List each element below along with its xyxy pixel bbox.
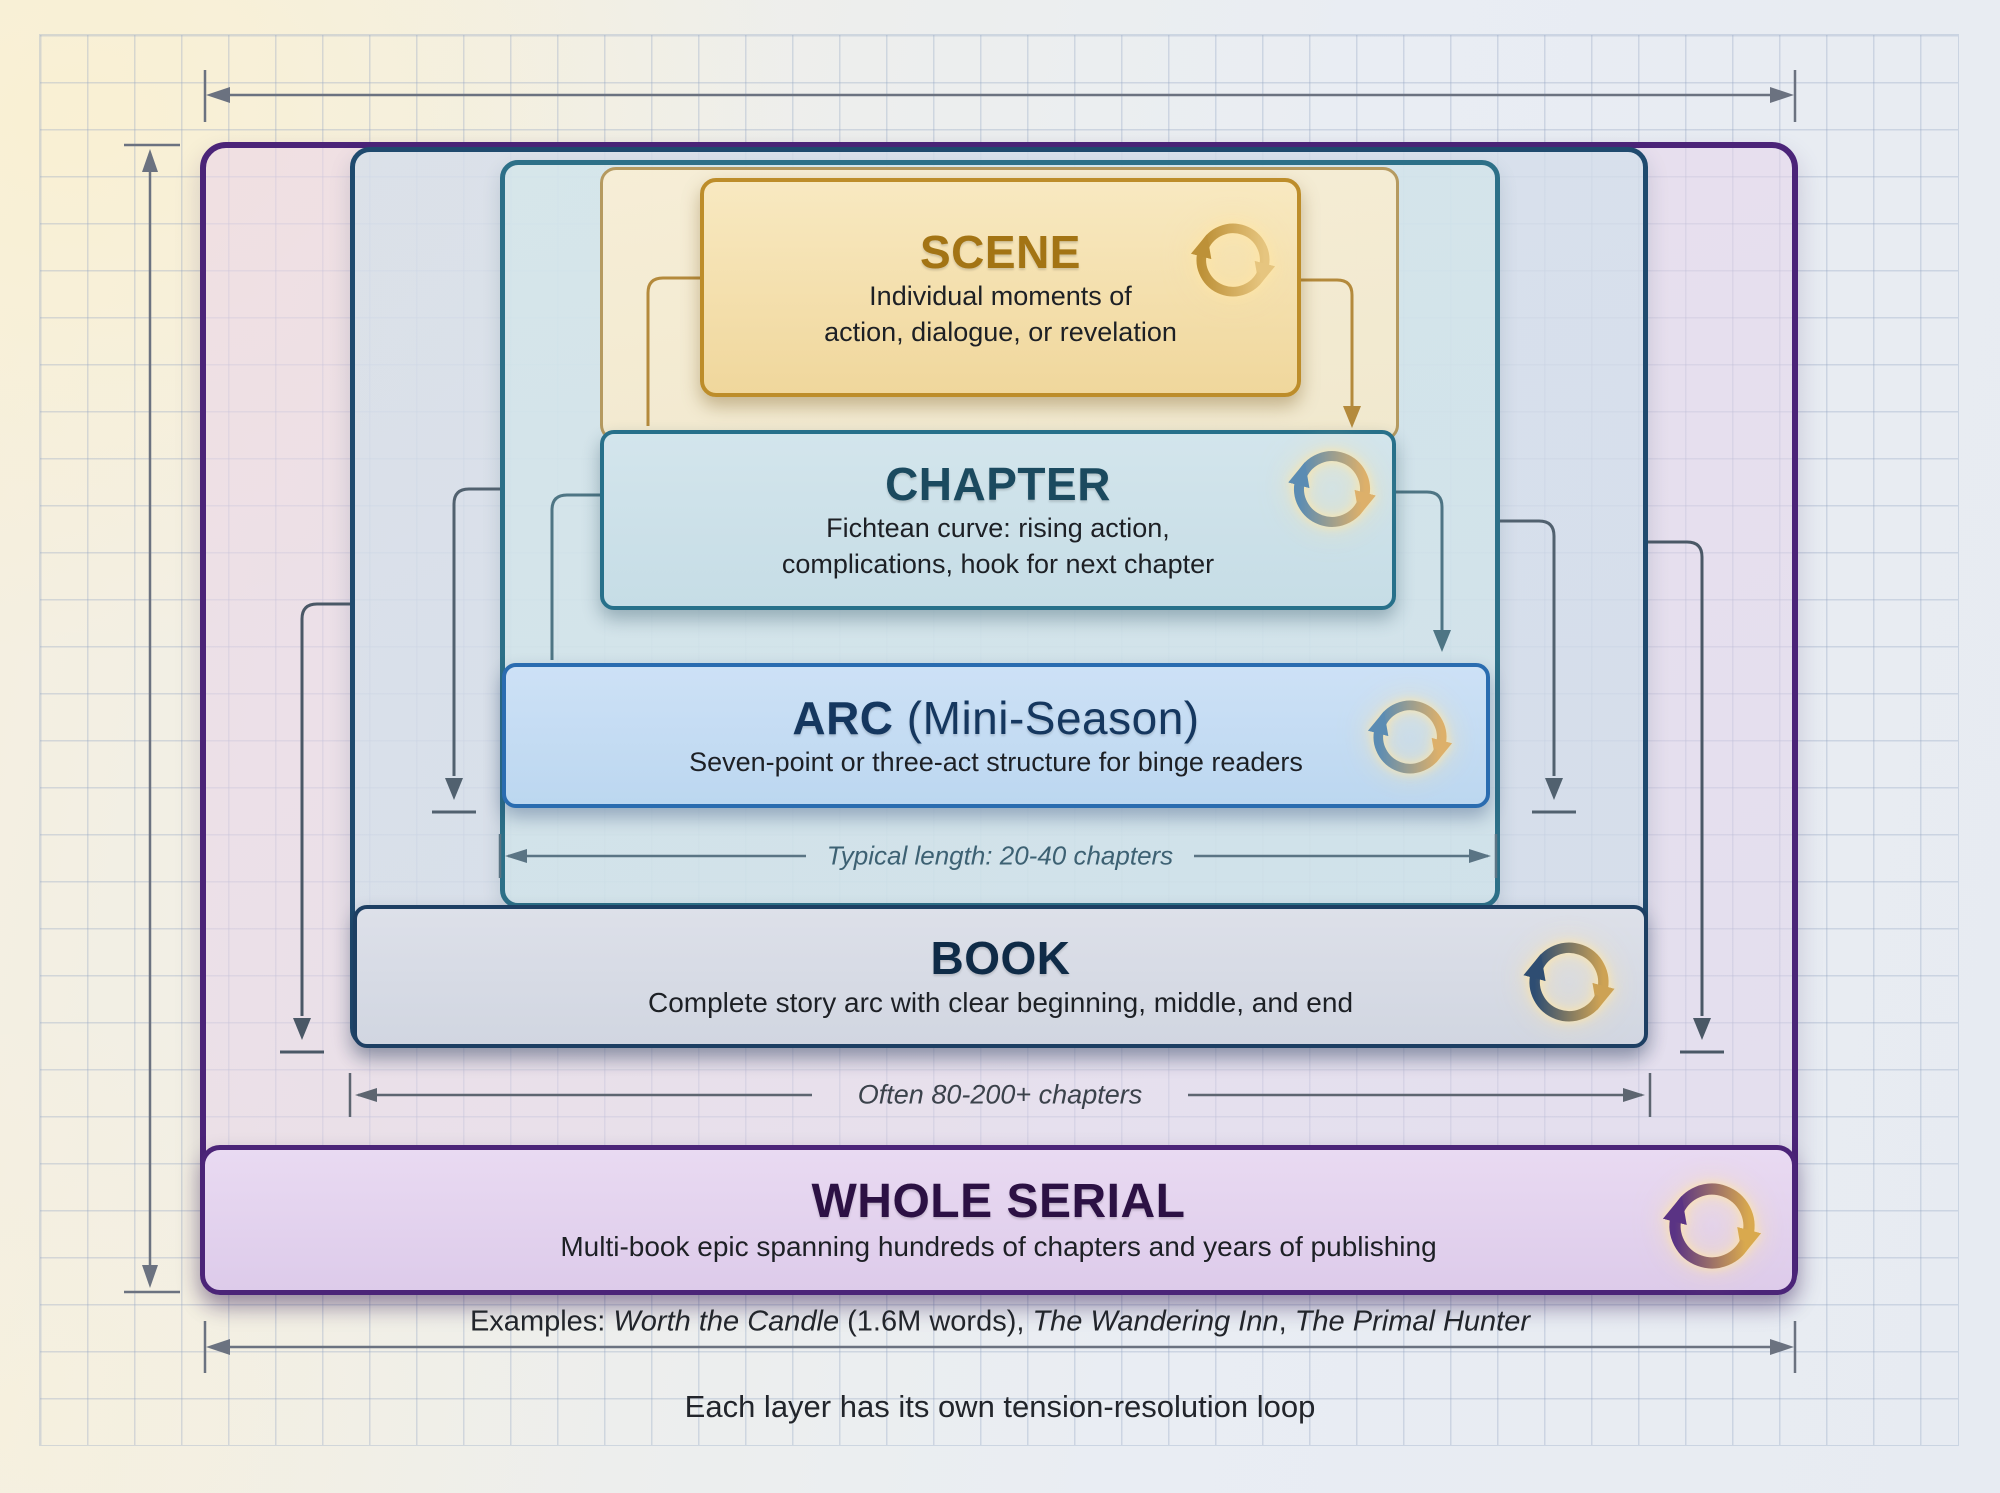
book-length-dimension-label: Often 80-200+ chapters (857, 1079, 1143, 1110)
book-loopback-connectors (280, 540, 1724, 1054)
examples-text: Examples: Worth the Candle (1.6M words),… (469, 1305, 1531, 1338)
book-length-dimension (348, 1073, 1652, 1117)
whole-serial-box: WHOLE SERIAL Multi-book epic spanning hu… (200, 1145, 1797, 1295)
scene-box: SCENE Individual moments of action, dial… (700, 178, 1301, 397)
footer-caption: Each layer has its own tension-resolutio… (684, 1389, 1316, 1424)
chapter-title: CHAPTER (885, 458, 1111, 511)
chapter-box: CHAPTER Fichtean curve: rising action, c… (600, 430, 1396, 610)
arc-loopback-connectors (432, 487, 1576, 814)
arc-subtitle: Seven-point or three-act structure for b… (689, 746, 1303, 777)
chapter-cycle-icon (1282, 439, 1382, 539)
chapter-arc-connectors (550, 490, 1444, 660)
arc-length-dimension (498, 834, 1498, 878)
arc-length-dimension-label: Typical length: 20-40 chapters (826, 840, 1174, 871)
scene-chapter-connectors (646, 276, 1354, 426)
book-cycle-icon (1517, 930, 1621, 1034)
book-subtitle: Complete story arc with clear beginning,… (647, 987, 1354, 1019)
arc-title: ARC (Mini-Season) (792, 691, 1200, 744)
book-box: BOOK Complete story arc with clear begin… (353, 905, 1648, 1048)
whole-serial-title: WHOLE SERIAL (811, 1175, 1186, 1229)
bottom-dimension-line (203, 1321, 1797, 1373)
whole-serial-cycle-icon (1656, 1170, 1768, 1282)
book-title: BOOK (930, 932, 1071, 985)
arc-cycle-icon (1362, 689, 1458, 785)
top-dimension-line (203, 70, 1797, 122)
arc-title-suffix: (Mini-Season) (893, 691, 1200, 744)
left-dimension-line (124, 143, 180, 1294)
scene-cycle-icon (1185, 212, 1281, 308)
whole-serial-subtitle: Multi-book epic spanning hundreds of cha… (560, 1231, 1437, 1263)
scene-title: SCENE (920, 225, 1081, 278)
arc-box: ARC (Mini-Season) Seven-point or three-a… (502, 663, 1490, 808)
scene-subtitle: Individual moments of action, dialogue, … (824, 280, 1177, 347)
chapter-subtitle: Fichtean curve: rising action, complicat… (781, 513, 1215, 579)
